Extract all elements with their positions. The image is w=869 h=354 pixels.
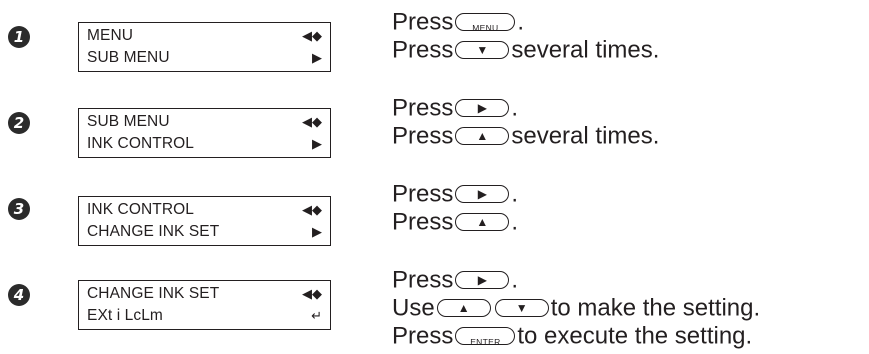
instruction-text: Press	[392, 180, 454, 208]
instruction-text: several times.	[511, 36, 660, 64]
lcd-indicator-1: ◀◆	[302, 286, 322, 301]
lcd-indicator-2: ▶	[312, 224, 322, 239]
step-number-badge: 1	[8, 26, 30, 48]
right-key-icon: ▶	[455, 270, 510, 289]
instruction-line: Press ▲.	[392, 210, 518, 235]
lcd-line-1: CHANGE INK SET	[87, 285, 220, 302]
right-key-icon: ▶	[455, 98, 510, 117]
instruction-text: Press	[392, 266, 454, 294]
lcd-line-1: SUB MENU	[87, 113, 170, 130]
instruction-line: Press ▼ several times.	[392, 38, 659, 63]
instruction-text: Press	[392, 8, 454, 36]
menu-key-icon: MENU	[455, 12, 516, 33]
down-key-icon: ▼	[455, 40, 510, 59]
instruction-text: Press	[392, 94, 454, 122]
lcd-line-2: INK CONTROL	[87, 135, 195, 152]
instruction-text: Press	[392, 322, 454, 350]
up-key-icon: ▲	[455, 212, 510, 231]
instruction-text: several times.	[511, 122, 660, 150]
enter-key-icon: ENTER	[455, 326, 516, 347]
instruction-line: Press ▶.	[392, 268, 518, 293]
instruction-line: Use ▲ ▼ to make the setting.	[392, 296, 760, 321]
key-label: ▶	[477, 272, 487, 287]
key-label: ▶	[477, 100, 487, 115]
lcd-display: SUB MENU INK CONTROL ◀◆ ▶	[78, 108, 331, 158]
instruction-text: .	[511, 94, 519, 122]
instruction-line: Press ▲ several times.	[392, 124, 659, 149]
key-label: ▲	[476, 214, 489, 229]
instruction-text: to execute the setting.	[517, 322, 753, 350]
step-number-badge: 2	[8, 112, 30, 134]
lcd-indicator-1: ◀◆	[302, 114, 322, 129]
lcd-indicator-1: ◀◆	[302, 28, 322, 43]
key-label: ▶	[477, 186, 487, 201]
lcd-indicator-2: ↵	[311, 308, 322, 323]
instruction-text: Use	[392, 294, 435, 322]
key-label: ▲	[476, 128, 489, 143]
step-number-badge: 4	[8, 284, 30, 306]
instruction-line: Press ▶.	[392, 182, 518, 207]
instruction-text: .	[511, 208, 519, 236]
key-label: ▼	[515, 300, 528, 315]
lcd-line-2: EXt i LcLm	[87, 307, 163, 324]
down-key-icon: ▼	[494, 298, 549, 317]
key-label: ENTER	[470, 336, 501, 347]
right-key-icon: ▶	[455, 184, 510, 203]
instruction-text: .	[511, 180, 519, 208]
instruction-text: Press	[392, 36, 454, 64]
up-key-icon: ▲	[436, 298, 491, 317]
lcd-indicator-2: ▶	[312, 50, 322, 65]
lcd-line-1: MENU	[87, 27, 134, 44]
key-label: MENU	[472, 22, 499, 33]
lcd-display: MENU SUB MENU ◀◆ ▶	[78, 22, 331, 72]
lcd-indicator-2: ▶	[312, 136, 322, 151]
lcd-display: INK CONTROL CHANGE INK SET ◀◆ ▶	[78, 196, 331, 246]
lcd-display: CHANGE INK SET EXt i LcLm ◀◆ ↵	[78, 280, 331, 330]
instruction-text: .	[511, 266, 519, 294]
up-key-icon: ▲	[455, 126, 510, 145]
key-label: ▼	[476, 42, 489, 57]
lcd-indicator-1: ◀◆	[302, 202, 322, 217]
instruction-text: Press	[392, 122, 454, 150]
key-label: ▲	[457, 300, 470, 315]
lcd-line-2: SUB MENU	[87, 49, 170, 66]
lcd-line-1: INK CONTROL	[87, 201, 195, 218]
lcd-line-2: CHANGE INK SET	[87, 223, 220, 240]
instruction-text: .	[517, 8, 525, 36]
instruction-line: Press ▶.	[392, 96, 518, 121]
instruction-text: to make the setting.	[550, 294, 761, 322]
instruction-text: Press	[392, 208, 454, 236]
step-number-badge: 3	[8, 198, 30, 220]
